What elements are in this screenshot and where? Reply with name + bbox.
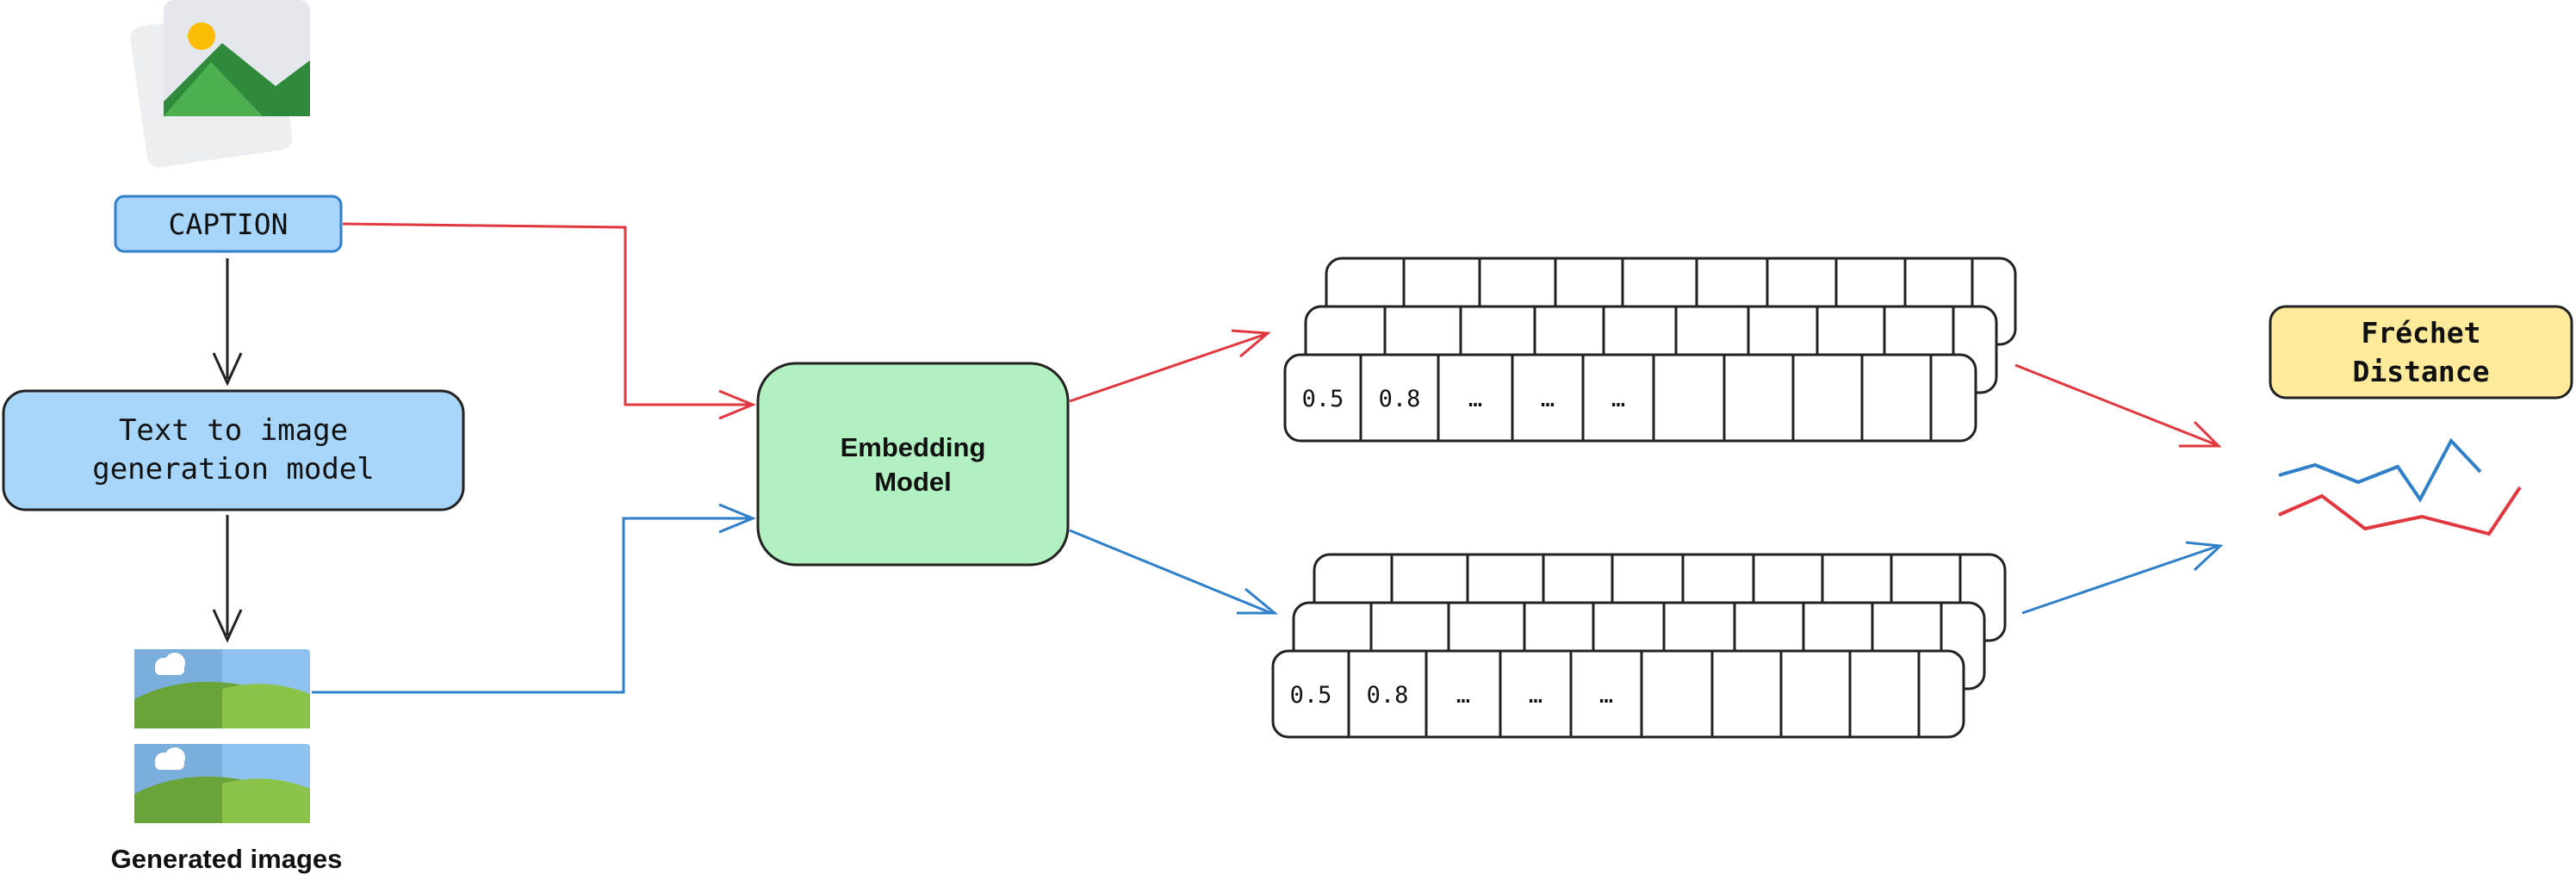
generated-embedding-cell: 0.8 — [1366, 682, 1409, 709]
real-distribution-curve — [2278, 486, 2522, 536]
real-embedding-cell: 0.5 — [1301, 386, 1344, 412]
generated-image-icon — [134, 649, 310, 728]
blue-arrow-to-distance — [2021, 544, 2219, 615]
generated-embedding-cell: … — [1528, 682, 1543, 709]
red-path-caption-to-embedding — [342, 222, 751, 406]
real-embeddings-stack — [1283, 257, 2017, 443]
real-embedding-cell: … — [1611, 386, 1626, 412]
generated-images-label: Generated images — [110, 844, 343, 874]
red-arrow-embedding-to-real-embeddings — [1069, 332, 1267, 403]
generation-model-label: Text to image generation model — [92, 413, 375, 486]
reference-image-icon — [130, 0, 310, 168]
frechet-distance-label: Fréchet Distance — [2352, 316, 2490, 388]
generated-embeddings-stack — [1271, 553, 2007, 739]
generated-distribution-curve — [2278, 437, 2482, 503]
generated-embedding-cell: … — [1598, 682, 1614, 709]
real-embedding-cell: … — [1540, 386, 1555, 412]
caption-label: CAPTION — [168, 208, 289, 241]
red-arrow-to-distance — [2014, 363, 2216, 446]
generated-image-icon — [134, 744, 310, 823]
frechet-distance-box — [2269, 305, 2573, 400]
caption-box — [114, 195, 343, 253]
generation-model-box — [2, 389, 465, 511]
blue-path-images-to-embedding — [312, 517, 751, 694]
blue-arrow-embedding-to-generated-embeddings — [1069, 529, 1272, 615]
embedding-model-label: Embedding Model — [840, 432, 986, 497]
real-embedding-cell: … — [1468, 386, 1483, 412]
generated-embedding-cell: 0.5 — [1289, 682, 1332, 709]
generated-embedding-cell: … — [1456, 682, 1471, 709]
real-embedding-cell: 0.8 — [1378, 386, 1421, 412]
embedding-model-box — [756, 362, 1070, 567]
